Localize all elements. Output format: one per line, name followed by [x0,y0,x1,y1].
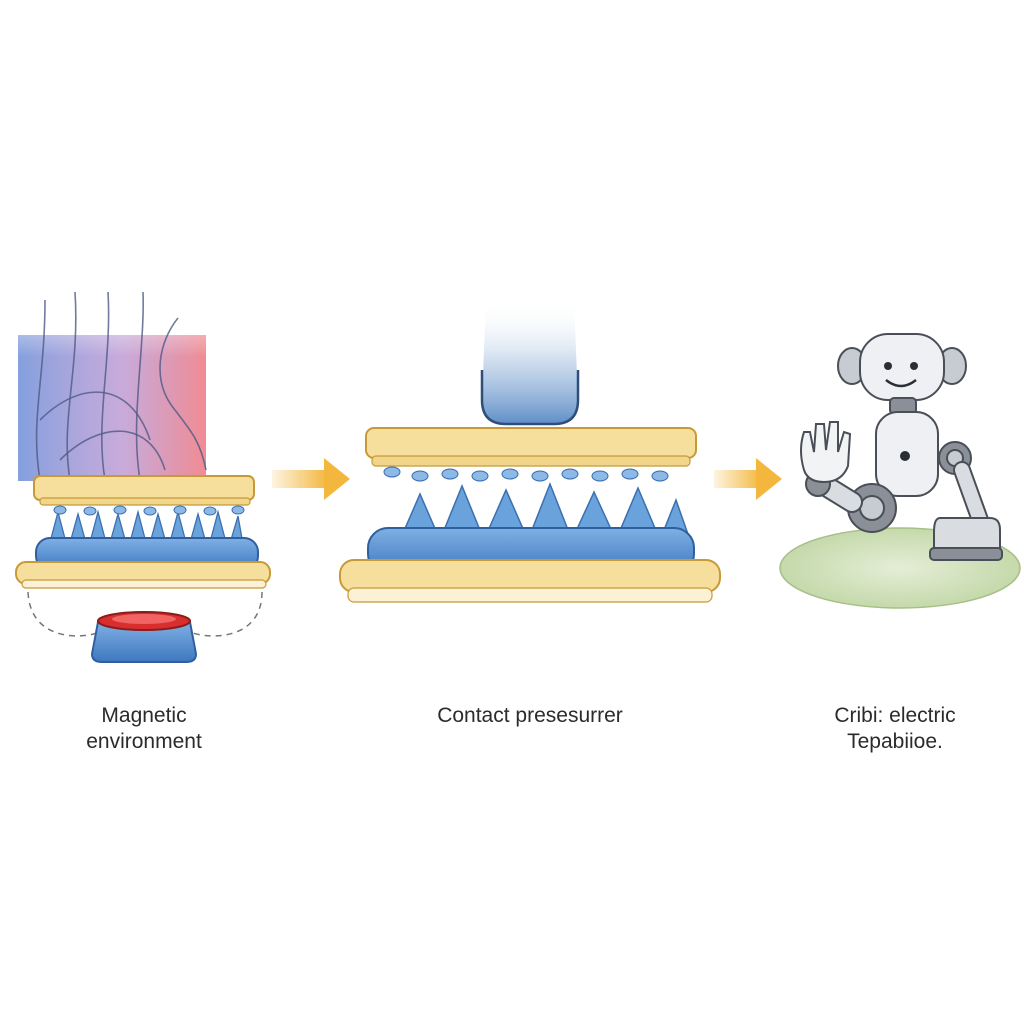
caption-robot: Cribi: electric Tepabiioe. [795,703,995,755]
press-probe-icon [480,300,580,426]
caption-robot-line2: Tepabiioe. [847,730,943,753]
stage-contact [339,300,721,603]
arrow-right-icon [272,458,350,500]
sensor-stack-icon [15,475,271,637]
sensor-stack-icon [339,427,721,603]
stage-robot [779,333,1021,609]
caption-magnetic-line2: environment [86,730,202,753]
magnetic-field-icon [18,290,207,481]
caption-robot-line1: Cribi: electric [834,704,956,727]
caption-magnetic-line1: Magnetic [101,704,187,727]
arrow-right-icon [714,458,782,500]
robot-icon [800,333,1003,561]
stage-magnetic [15,290,271,663]
caption-contact: Contact presesurrer [380,703,680,729]
magnet-icon [90,611,198,663]
caption-contact-line1: Contact presesurrer [437,704,623,727]
caption-magnetic: Magnetic environment [44,703,244,755]
